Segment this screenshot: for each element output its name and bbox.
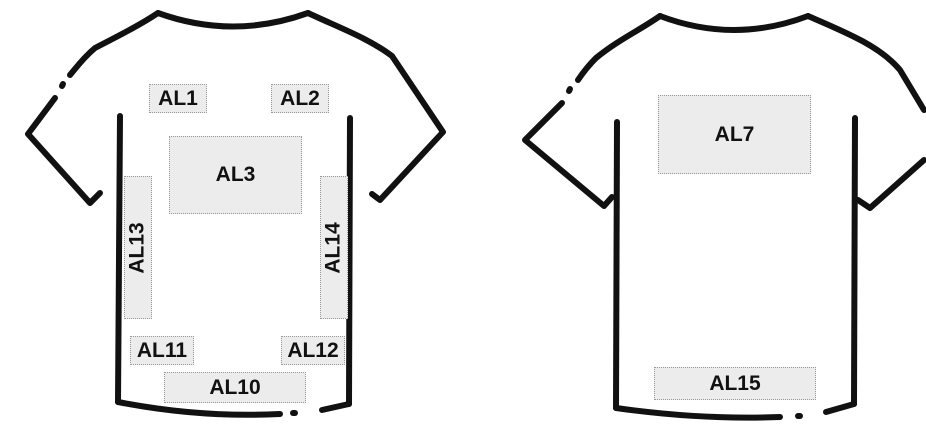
zone-al13[interactable]: AL13 bbox=[124, 176, 152, 319]
front-hem bbox=[118, 402, 280, 415]
zone-al12[interactable]: AL12 bbox=[281, 336, 345, 365]
back-right-side bbox=[854, 118, 855, 404]
zone-al14-label: AL14 bbox=[322, 222, 346, 273]
zone-al11-label: AL11 bbox=[137, 339, 187, 363]
back-hem bbox=[616, 408, 780, 418]
zone-al15[interactable]: AL15 bbox=[654, 367, 816, 400]
back-right-shoulder-sleeve bbox=[808, 16, 924, 110]
zone-al2[interactable]: AL2 bbox=[271, 84, 329, 113]
zone-al12-label: AL12 bbox=[287, 339, 338, 363]
front-right-side bbox=[349, 118, 350, 404]
zone-al10-label: AL10 bbox=[209, 376, 260, 400]
front-hem-end bbox=[322, 404, 349, 410]
back-hem-end bbox=[826, 404, 854, 412]
zone-al2-label: AL2 bbox=[280, 87, 320, 111]
zone-al13-label: AL13 bbox=[126, 222, 150, 273]
front-left-side bbox=[118, 116, 120, 402]
zone-al14[interactable]: AL14 bbox=[320, 176, 348, 319]
back-left-shoulder bbox=[578, 16, 660, 80]
zone-al10[interactable]: AL10 bbox=[164, 372, 306, 403]
zone-al15-label: AL15 bbox=[709, 372, 760, 396]
zone-al7-label: AL7 bbox=[715, 123, 755, 147]
zone-al3-label: AL3 bbox=[216, 163, 256, 187]
front-left-shoulder bbox=[70, 13, 158, 75]
front-left-sleeve bbox=[28, 98, 100, 203]
zone-al1[interactable]: AL1 bbox=[149, 84, 207, 113]
zone-al11[interactable]: AL11 bbox=[130, 336, 194, 365]
front-left-shoulder-dash bbox=[62, 84, 63, 86]
zone-al3[interactable]: AL3 bbox=[169, 136, 302, 214]
back-left-side bbox=[616, 122, 617, 408]
front-collar bbox=[158, 13, 308, 27]
back-left-sleeve bbox=[525, 103, 612, 206]
back-right-sleeve-lower bbox=[858, 160, 924, 208]
zone-al7[interactable]: AL7 bbox=[658, 95, 811, 174]
back-left-shoulder-dash bbox=[569, 89, 570, 91]
back-collar bbox=[660, 16, 808, 30]
zone-al1-label: AL1 bbox=[158, 87, 198, 111]
